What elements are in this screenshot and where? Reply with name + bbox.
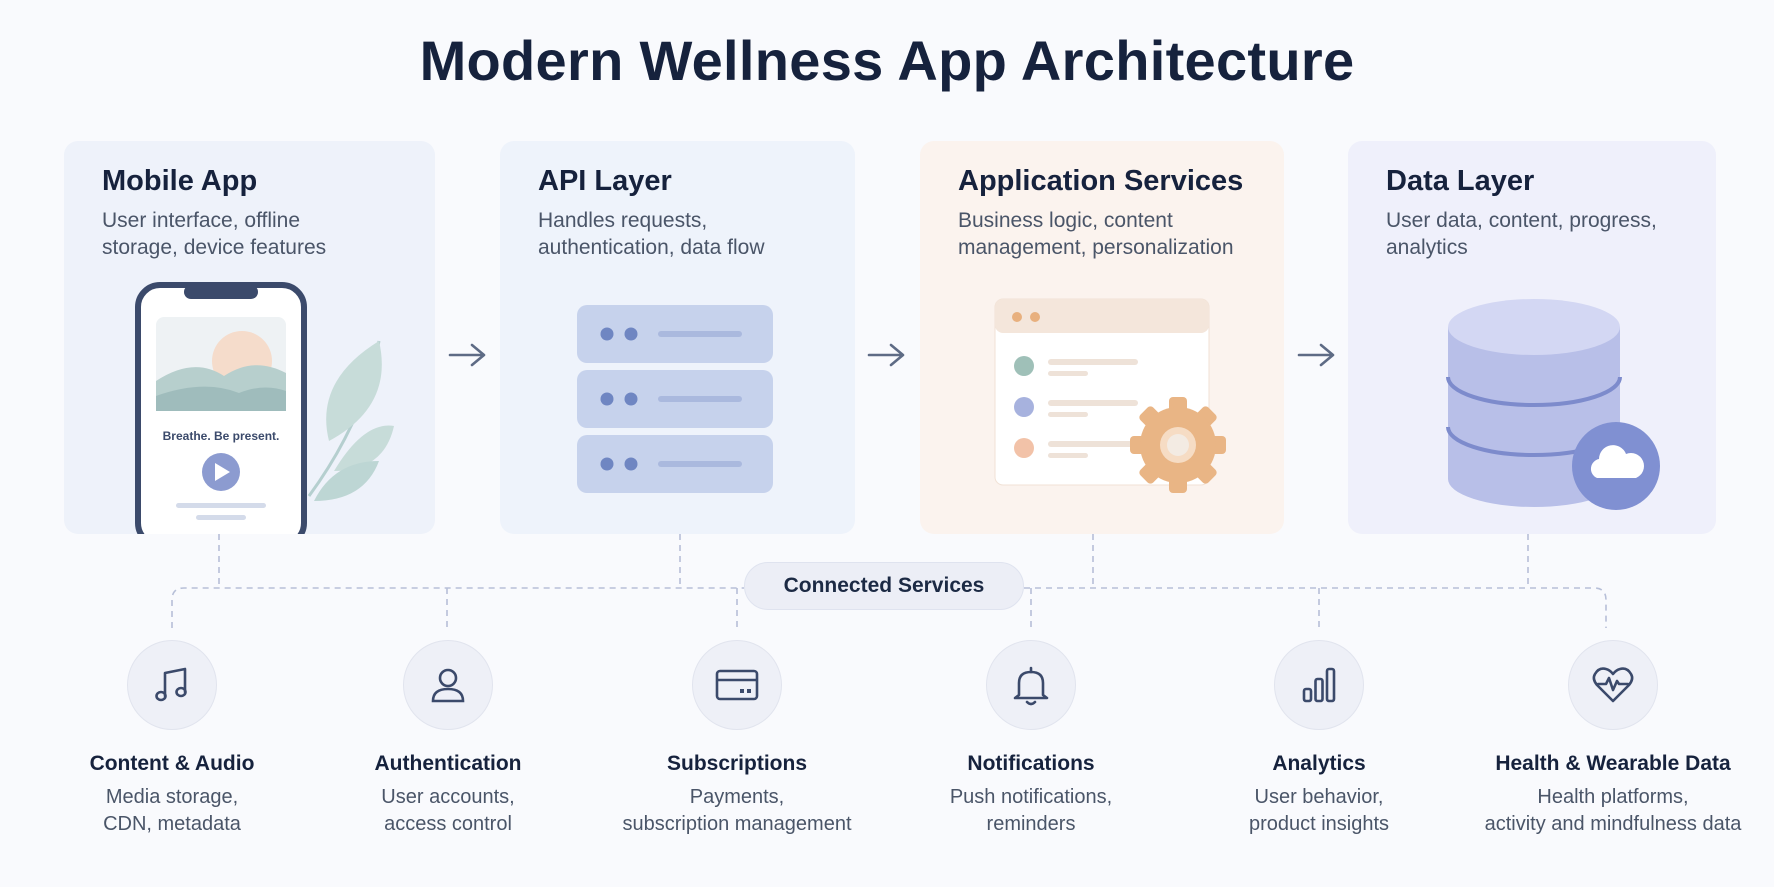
service-description: Push notifications,reminders	[949, 786, 1113, 835]
gear-icon	[1130, 397, 1226, 493]
app-window-illustration	[994, 298, 1226, 493]
connected-services-label: Connected Services	[744, 562, 1024, 610]
service-health-wearable: Health & Wearable Data Health platforms,…	[1463, 640, 1763, 838]
server-stack-icon	[577, 305, 773, 493]
layer-description: User data, content, progress,analytics	[1386, 209, 1657, 259]
cloud-icon	[1572, 422, 1660, 510]
service-content-audio: Content & Audio Media storage,CDN, metad…	[27, 640, 317, 838]
service-title: Analytics	[1272, 752, 1366, 775]
layer-title: API Layer	[538, 165, 672, 197]
bell-icon	[1013, 666, 1049, 706]
layer-title: Application Services	[958, 165, 1244, 197]
arrow-right-icon	[448, 343, 486, 367]
layer-description: Handles requests,authentication, data fl…	[538, 209, 765, 259]
arrow-right-icon	[867, 343, 905, 367]
service-description: Payments,subscription management	[622, 786, 852, 835]
service-title: Subscriptions	[666, 752, 808, 775]
layer-title: Data Layer	[1386, 165, 1535, 197]
service-title: Authentication	[374, 752, 522, 775]
application-services-layer: Application Services Business logic, con…	[920, 141, 1284, 534]
leaf-icon	[307, 340, 394, 501]
data-layer: Data Layer User data, content, progress,…	[1348, 141, 1716, 534]
music-note-icon	[155, 667, 187, 702]
user-icon	[431, 668, 465, 703]
bar-chart-icon	[1302, 667, 1336, 703]
service-subscriptions: Subscriptions Payments,subscription mana…	[592, 640, 882, 838]
service-title: Content & Audio	[89, 752, 255, 775]
heart-pulse-icon	[1592, 667, 1634, 703]
service-description: User accounts,access control	[381, 786, 515, 835]
arrow-right-icon	[1297, 343, 1335, 367]
database-icon	[1446, 299, 1660, 510]
service-title: Health & Wearable Data	[1495, 752, 1731, 775]
service-description: Media storage,CDN, metadata	[103, 786, 241, 835]
service-analytics: Analytics User behavior,product insights	[1174, 640, 1464, 838]
service-description: Health platforms,activity and mindfulnes…	[1484, 786, 1742, 835]
layer-title: Mobile App	[102, 165, 258, 197]
service-authentication: Authentication User accounts,access cont…	[303, 640, 593, 838]
phone-illustration: Breathe. Be present.	[135, 282, 394, 534]
service-description: User behavior,product insights	[1248, 786, 1390, 835]
credit-card-icon	[715, 669, 759, 701]
service-title: Notifications	[967, 752, 1095, 775]
service-notifications: Notifications Push notifications,reminde…	[886, 640, 1176, 838]
page-title: Modern Wellness App Architecture	[419, 29, 1355, 92]
phone-screen-caption: Breathe. Be present.	[163, 429, 280, 443]
api-layer: API Layer Handles requests,authenticatio…	[500, 141, 855, 534]
